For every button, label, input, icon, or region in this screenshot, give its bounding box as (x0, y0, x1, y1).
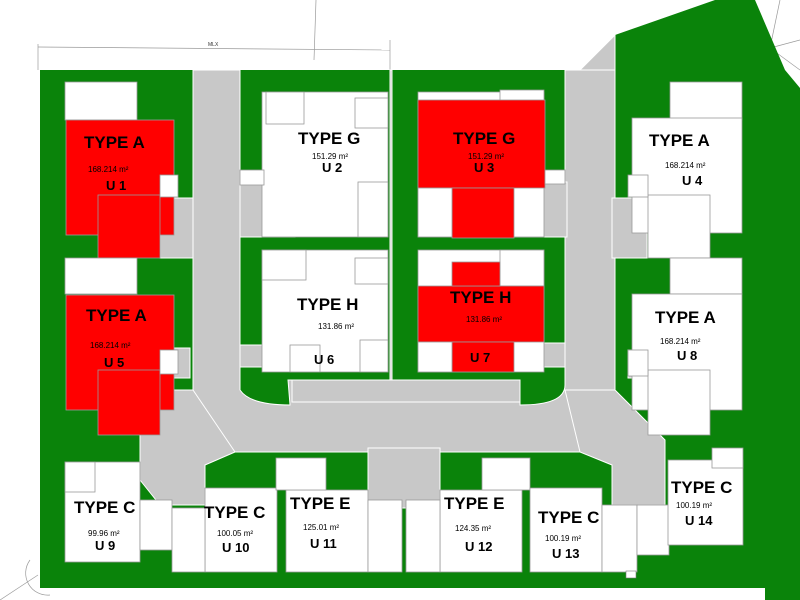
unit-u9[interactable]: TYPE C 99.96 m² U 9 (64, 461, 173, 563)
unit-area-label: 125.01 m² (303, 523, 339, 532)
unit-number-label: U 2 (322, 160, 342, 175)
unit-area-label: 100.19 m² (545, 534, 581, 543)
utility-box (625, 570, 637, 579)
unit-number-label: U 6 (314, 352, 334, 367)
unit-type-label: TYPE A (655, 308, 716, 327)
unit-number-label: U 1 (106, 178, 126, 193)
unit-type-label: TYPE H (297, 295, 358, 314)
unit-number-label: U 7 (470, 350, 490, 365)
unit-type-label: TYPE C (671, 478, 732, 497)
unit-u7[interactable]: TYPE H 131.86 m² U 7 (417, 249, 545, 373)
unit-type-label: TYPE H (450, 288, 511, 307)
unit-type-label: TYPE A (86, 306, 147, 325)
unit-number-label: U 11 (310, 536, 337, 551)
unit-type-label: TYPE A (84, 133, 145, 152)
unit-number-label: U 9 (95, 538, 115, 553)
unit-number-label: U 12 (465, 539, 492, 554)
unit-area-label: 131.86 m² (318, 322, 354, 331)
unit-u5[interactable]: TYPE A 168.214 m² U 5 (64, 257, 179, 436)
unit-area-label: 168.214 m² (88, 165, 129, 174)
unit-u6[interactable]: TYPE H 131.86 m² U 6 (261, 249, 389, 373)
unit-type-label: TYPE C (74, 498, 135, 517)
unit-u13[interactable]: TYPE C 100.19 m² U 13 (529, 487, 670, 573)
unit-area-label: 168.214 m² (665, 161, 706, 170)
unit-number-label: U 3 (474, 160, 494, 175)
unit-u14[interactable]: TYPE C 100.19 m² U 14 (667, 447, 744, 546)
unit-area-label: 124.35 m² (455, 524, 491, 533)
unit-number-label: U 4 (682, 173, 703, 188)
unit-u1[interactable]: TYPE A 168.214 m² U 1 (64, 81, 179, 259)
unit-type-label: TYPE E (444, 494, 504, 513)
unit-type-label: TYPE E (290, 494, 350, 513)
unit-type-label: TYPE C (204, 503, 265, 522)
unit-area-label: 131.86 m² (466, 315, 502, 324)
unit-area-label: 151.29 m² (468, 152, 504, 161)
unit-u4[interactable]: TYPE A 168.214 m² U 4 (627, 81, 743, 259)
unit-type-label: TYPE G (298, 129, 360, 148)
unit-area-label: 168.214 m² (90, 341, 131, 350)
unit-area-label: 100.19 m² (676, 501, 712, 510)
unit-u10[interactable]: TYPE C 100.05 m² U 10 (171, 487, 278, 573)
unit-u2[interactable]: TYPE G 151.29 m² U 2 (239, 91, 389, 238)
unit-area-label: 100.05 m² (217, 529, 253, 538)
dimension-label: MLX (208, 42, 219, 48)
unit-number-label: U 10 (222, 540, 249, 555)
unit-u3[interactable]: TYPE G 151.29 m² U 3 (417, 89, 566, 239)
unit-u12[interactable]: TYPE E 124.35 m² U 12 (405, 457, 531, 573)
unit-type-label: TYPE C (538, 508, 599, 527)
unit-number-label: U 8 (677, 348, 697, 363)
unit-u8[interactable]: TYPE A 168.214 m² U 8 (627, 257, 743, 436)
unit-u11[interactable]: TYPE E 125.01 m² U 11 (275, 457, 403, 573)
unit-number-label: U 14 (685, 513, 713, 528)
unit-number-label: U 13 (552, 546, 579, 561)
unit-area-label: 151.29 m² (312, 152, 348, 161)
unit-type-label: TYPE A (649, 131, 710, 150)
unit-area-label: 168.214 m² (660, 337, 701, 346)
unit-number-label: U 5 (104, 355, 124, 370)
unit-type-label: TYPE G (453, 129, 515, 148)
unit-area-label: 99.96 m² (88, 529, 120, 538)
